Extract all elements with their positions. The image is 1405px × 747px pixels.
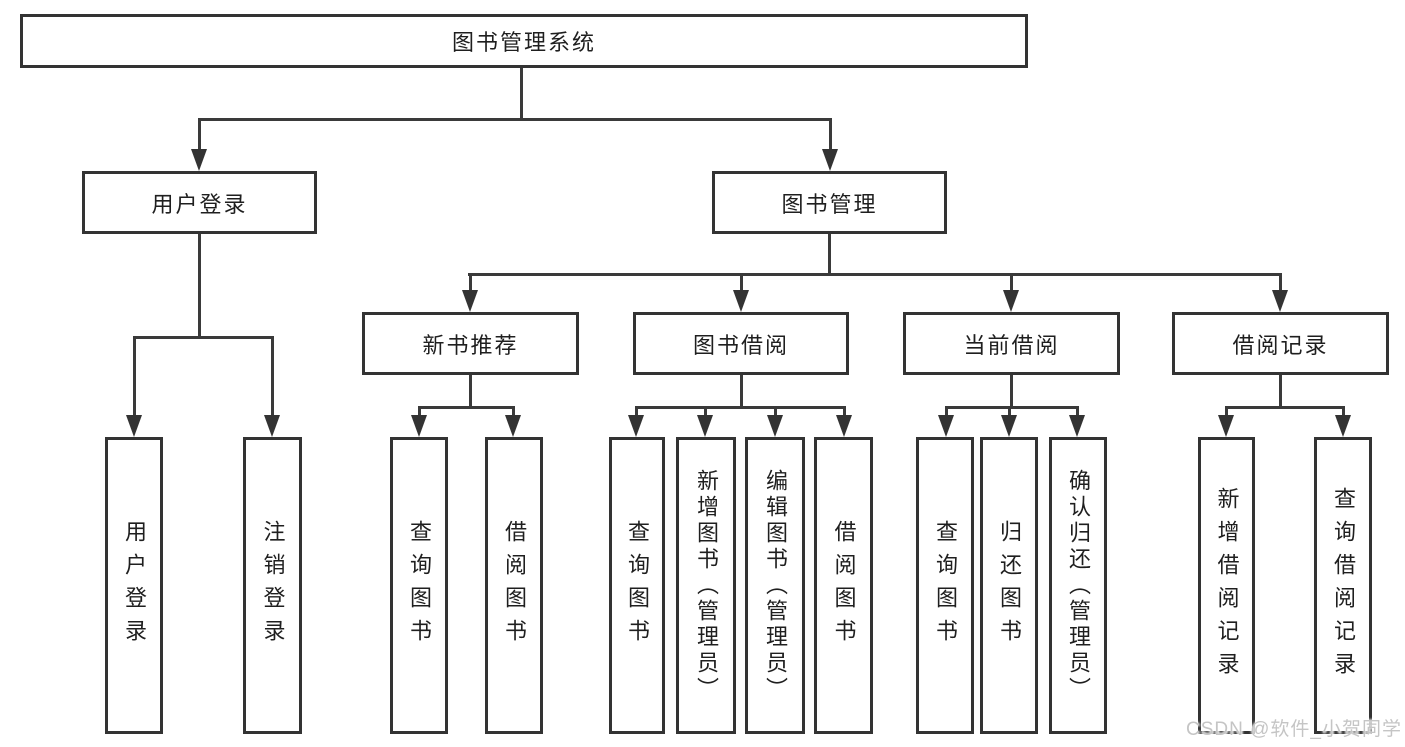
leaf-edit-book-admin: 编辑图书（管理员） bbox=[745, 437, 805, 734]
arrow-down-icon bbox=[1272, 290, 1288, 312]
arrow-down-icon bbox=[822, 149, 838, 171]
connector-line bbox=[774, 406, 777, 417]
connector-line bbox=[1225, 406, 1344, 409]
node-current-borrow: 当前借阅 bbox=[903, 312, 1120, 375]
arrow-down-icon bbox=[733, 290, 749, 312]
arrow-down-icon bbox=[767, 415, 783, 437]
leaf-return-book: 归还图书 bbox=[980, 437, 1038, 734]
connector-line bbox=[843, 406, 846, 417]
arrow-down-icon bbox=[191, 149, 207, 171]
leaf-query-borrow-record: 查询借阅记录 bbox=[1314, 437, 1372, 734]
connector-line bbox=[740, 375, 743, 409]
connector-line bbox=[520, 68, 523, 118]
node-book-borrow: 图书借阅 bbox=[633, 312, 849, 375]
connector-line bbox=[1225, 406, 1228, 417]
leaf-logout: 注销登录 bbox=[243, 437, 302, 734]
connector-line bbox=[418, 406, 421, 417]
connector-line bbox=[1076, 406, 1079, 417]
leaf-label: 编辑图书（管理员） bbox=[763, 468, 788, 703]
leaf-query-books-recommend: 查询图书 bbox=[390, 437, 448, 734]
connector-line bbox=[828, 234, 831, 276]
node-user-login: 用户登录 bbox=[82, 171, 317, 234]
leaf-label: 借阅图书 bbox=[502, 519, 527, 652]
connector-line bbox=[469, 375, 472, 409]
connector-line bbox=[829, 118, 832, 151]
leaf-add-borrow-record: 新增借阅记录 bbox=[1198, 437, 1255, 734]
csdn-watermark: CSDN @软件_小贺同学 bbox=[1186, 719, 1402, 740]
connector-line bbox=[468, 273, 1282, 276]
arrow-down-icon bbox=[1001, 415, 1017, 437]
connector-line bbox=[740, 273, 743, 292]
connector-line bbox=[198, 118, 201, 151]
connector-line bbox=[704, 406, 707, 417]
leaf-label: 查询借阅记录 bbox=[1331, 486, 1356, 685]
connector-line bbox=[1279, 273, 1282, 292]
leaf-label: 确认归还（管理员） bbox=[1066, 468, 1091, 703]
leaf-label: 查询图书 bbox=[625, 519, 650, 652]
connector-line bbox=[271, 336, 274, 415]
node-book-management: 图书管理 bbox=[712, 171, 947, 234]
leaf-borrow-books-recommend: 借阅图书 bbox=[485, 437, 543, 734]
leaf-label: 注销登录 bbox=[260, 519, 286, 652]
connector-line bbox=[469, 273, 472, 292]
arrow-down-icon bbox=[411, 415, 427, 437]
arrow-down-icon bbox=[264, 415, 280, 437]
connector-line bbox=[1342, 406, 1345, 417]
arrow-down-icon bbox=[628, 415, 644, 437]
connector-line bbox=[945, 406, 1079, 409]
connector-line bbox=[635, 406, 638, 417]
arrow-down-icon bbox=[1003, 290, 1019, 312]
arrow-down-icon bbox=[1069, 415, 1085, 437]
leaf-add-book-admin: 新增图书（管理员） bbox=[676, 437, 736, 734]
arrow-down-icon bbox=[938, 415, 954, 437]
arrow-down-icon bbox=[1218, 415, 1234, 437]
leaf-label: 新增借阅记录 bbox=[1214, 486, 1240, 685]
connector-line bbox=[133, 336, 274, 339]
leaf-label: 新增图书（管理员） bbox=[694, 468, 719, 703]
connector-line bbox=[512, 406, 515, 417]
leaf-label: 查询图书 bbox=[407, 519, 432, 652]
connector-line bbox=[1279, 375, 1282, 409]
connector-line bbox=[1010, 273, 1013, 292]
node-new-book-recommend: 新书推荐 bbox=[362, 312, 579, 375]
arrow-down-icon bbox=[1335, 415, 1351, 437]
leaf-borrow-books: 借阅图书 bbox=[814, 437, 873, 734]
leaf-label: 查询图书 bbox=[933, 519, 958, 652]
node-library-system: 图书管理系统 bbox=[20, 14, 1028, 68]
arrow-down-icon bbox=[505, 415, 521, 437]
leaf-user-login: 用户登录 bbox=[105, 437, 163, 734]
leaf-confirm-return-admin: 确认归还（管理员） bbox=[1049, 437, 1107, 734]
connector-line bbox=[198, 234, 201, 336]
node-borrow-records: 借阅记录 bbox=[1172, 312, 1389, 375]
arrow-down-icon bbox=[462, 290, 478, 312]
arrow-down-icon bbox=[126, 415, 142, 437]
arrow-down-icon bbox=[697, 415, 713, 437]
connector-line bbox=[635, 406, 845, 409]
connector-line bbox=[1008, 406, 1011, 417]
arrow-down-icon bbox=[836, 415, 852, 437]
connector-line bbox=[945, 406, 948, 417]
connector-line bbox=[1010, 375, 1013, 409]
connector-line bbox=[133, 336, 136, 415]
leaf-query-books-current: 查询图书 bbox=[916, 437, 974, 734]
connector-line bbox=[198, 118, 832, 121]
leaf-label: 归还图书 bbox=[997, 519, 1022, 652]
leaf-label: 借阅图书 bbox=[831, 519, 857, 652]
leaf-query-books-borrow: 查询图书 bbox=[609, 437, 665, 734]
connector-line bbox=[418, 406, 515, 409]
leaf-label: 用户登录 bbox=[122, 519, 147, 652]
